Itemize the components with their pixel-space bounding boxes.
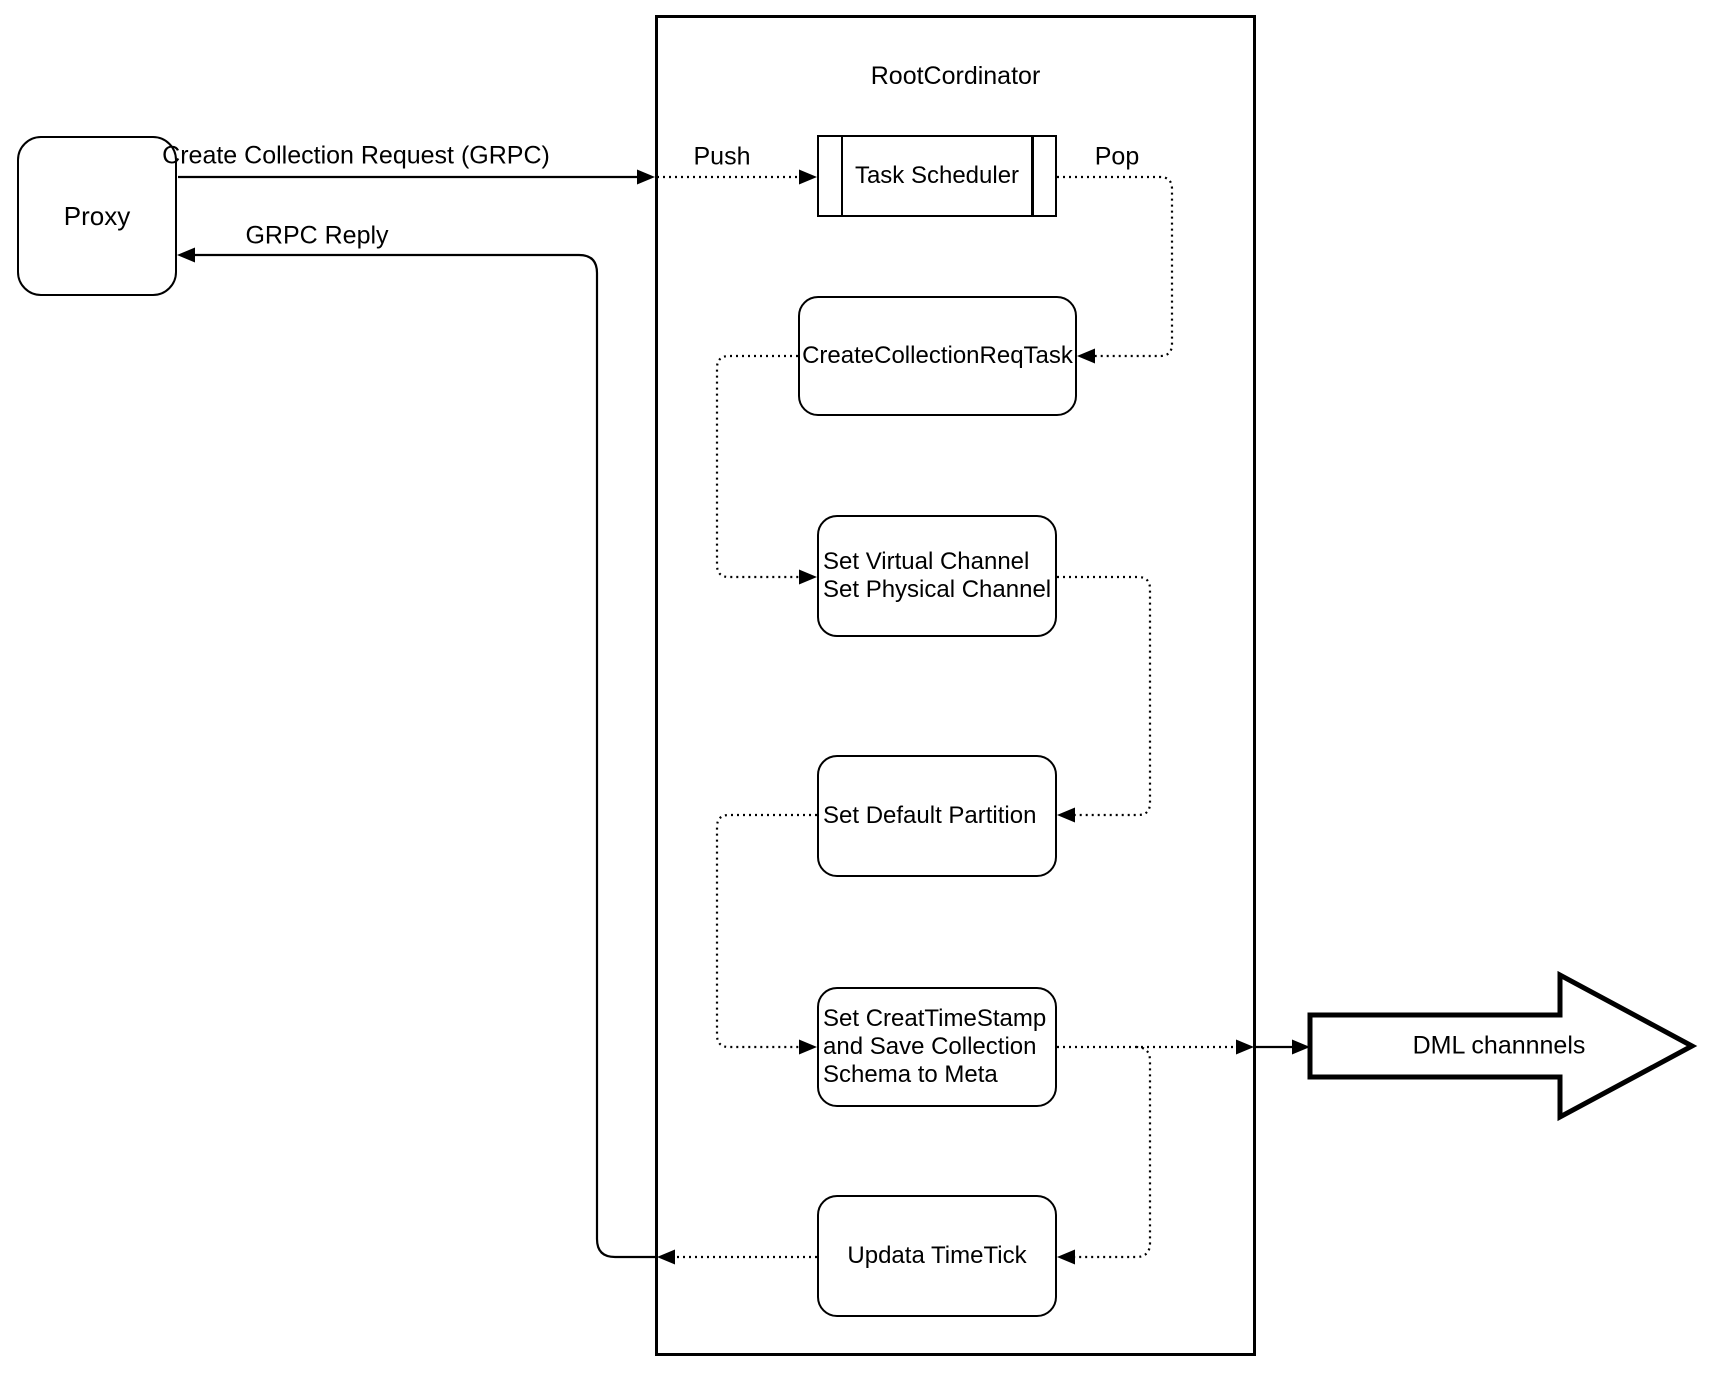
task-scheduler-node: Task Scheduler bbox=[817, 135, 1057, 217]
edge-grpc-reply bbox=[177, 247, 655, 1259]
create-collection-req-task-label: CreateCollectionReqTask bbox=[802, 342, 1073, 369]
arrowhead-left-icon bbox=[1057, 807, 1075, 823]
edge-to-dml-dotted bbox=[1057, 1039, 1254, 1055]
set-virtual-channel-line1: Set Virtual Channel bbox=[823, 548, 1030, 575]
arrowhead-right-icon bbox=[799, 569, 817, 585]
arrowhead-left-icon bbox=[1077, 348, 1095, 364]
arrowhead-left-icon bbox=[1057, 1249, 1075, 1265]
edge-pop bbox=[1057, 175, 1174, 364]
update-timetick-node: Updata TimeTick bbox=[817, 1195, 1057, 1317]
create-collection-request-label: Create Collection Request (GRPC) bbox=[162, 141, 550, 170]
edge-to-set-create-timestamp bbox=[715, 813, 817, 1055]
arrowhead-right-icon bbox=[799, 1039, 817, 1055]
set-virtual-channel-line2: Set Physical Channel bbox=[823, 576, 1052, 603]
grpc-reply-label: GRPC Reply bbox=[245, 221, 389, 250]
set-create-timestamp-line1: Set CreatTimeStamp bbox=[823, 1005, 1047, 1032]
proxy-label: Proxy bbox=[63, 200, 131, 231]
process-bar-left bbox=[840, 137, 843, 215]
edge-push bbox=[657, 169, 817, 185]
arrowhead-right-icon bbox=[1292, 1039, 1310, 1055]
set-virtual-channel-node: Set Virtual Channel Set Physical Channel bbox=[817, 515, 1057, 637]
arrowhead-left-icon bbox=[657, 1249, 675, 1265]
arrowhead-right-icon bbox=[637, 169, 655, 185]
push-label: Push bbox=[693, 142, 751, 171]
root-coordinator-title: RootCordinator bbox=[870, 62, 1041, 90]
edge-to-set-virtual-channel bbox=[715, 354, 817, 585]
set-create-timestamp-node: Set CreatTimeStamp and Save Collection S… bbox=[817, 987, 1057, 1107]
pop-label: Pop bbox=[1094, 142, 1140, 171]
task-scheduler-label: Task Scheduler bbox=[854, 162, 1020, 189]
set-create-timestamp-line3: Schema to Meta bbox=[823, 1061, 998, 1088]
edge-to-dml-solid bbox=[1256, 1039, 1310, 1055]
arrowhead-right-icon bbox=[799, 169, 817, 185]
dml-channels-arrow-shape bbox=[1307, 970, 1698, 1122]
arrowhead-right-icon bbox=[1236, 1039, 1254, 1055]
edge-to-set-default-partition bbox=[1057, 575, 1152, 823]
proxy-node: Proxy bbox=[17, 136, 177, 296]
set-default-partition-node: Set Default Partition bbox=[817, 755, 1057, 877]
set-default-partition-label: Set Default Partition bbox=[823, 802, 1037, 829]
set-create-timestamp-line2: and Save Collection bbox=[823, 1033, 1037, 1060]
edge-create-collection-request bbox=[178, 169, 655, 185]
edge-timetick-to-edge bbox=[657, 1249, 817, 1265]
create-collection-req-task-node: CreateCollectionReqTask bbox=[798, 296, 1077, 416]
update-timetick-label: Updata TimeTick bbox=[847, 1242, 1027, 1269]
root-coordinator-container bbox=[655, 15, 1256, 1356]
process-bar-right bbox=[1031, 137, 1034, 215]
edge-to-update-timetick bbox=[1057, 1045, 1152, 1265]
arrowhead-left-icon bbox=[177, 247, 195, 263]
dml-channels-label: DML channnels bbox=[1412, 1031, 1586, 1060]
